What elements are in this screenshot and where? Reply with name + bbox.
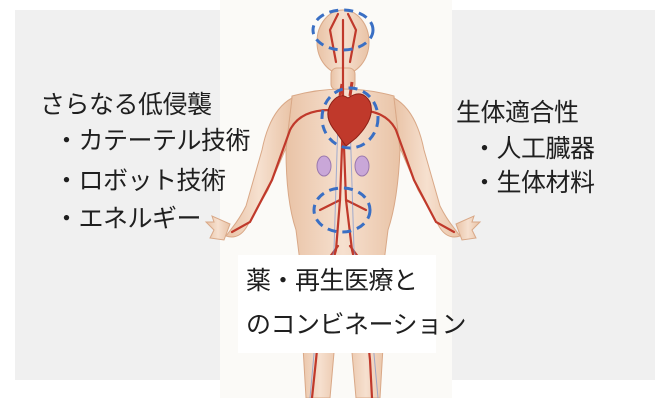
left-item-robot: ・ロボット技術 bbox=[54, 166, 226, 195]
kidneys bbox=[316, 155, 370, 177]
combination-textbox: 薬・再生医療と のコンビネーション bbox=[238, 255, 467, 353]
highlight-head bbox=[311, 8, 375, 52]
left-item-catheter: ・カテーテル技術 bbox=[54, 126, 251, 155]
right-heading: 生体適合性 bbox=[456, 98, 579, 127]
center-line-1: 薬・再生医療と bbox=[246, 266, 418, 295]
highlight-pelvis bbox=[312, 186, 372, 234]
left-item-energy: ・エネルギー bbox=[54, 204, 202, 233]
heart-organ bbox=[327, 81, 372, 147]
center-line-2: のコンビネーション bbox=[246, 310, 467, 339]
left-heading: さらなる低侵襲 bbox=[40, 90, 212, 119]
right-item-artificial-organs: ・人工臓器 bbox=[472, 134, 595, 163]
highlight-circles bbox=[311, 8, 380, 234]
highlight-heart bbox=[320, 86, 380, 150]
right-item-biomaterials: ・生体材料 bbox=[472, 168, 595, 197]
